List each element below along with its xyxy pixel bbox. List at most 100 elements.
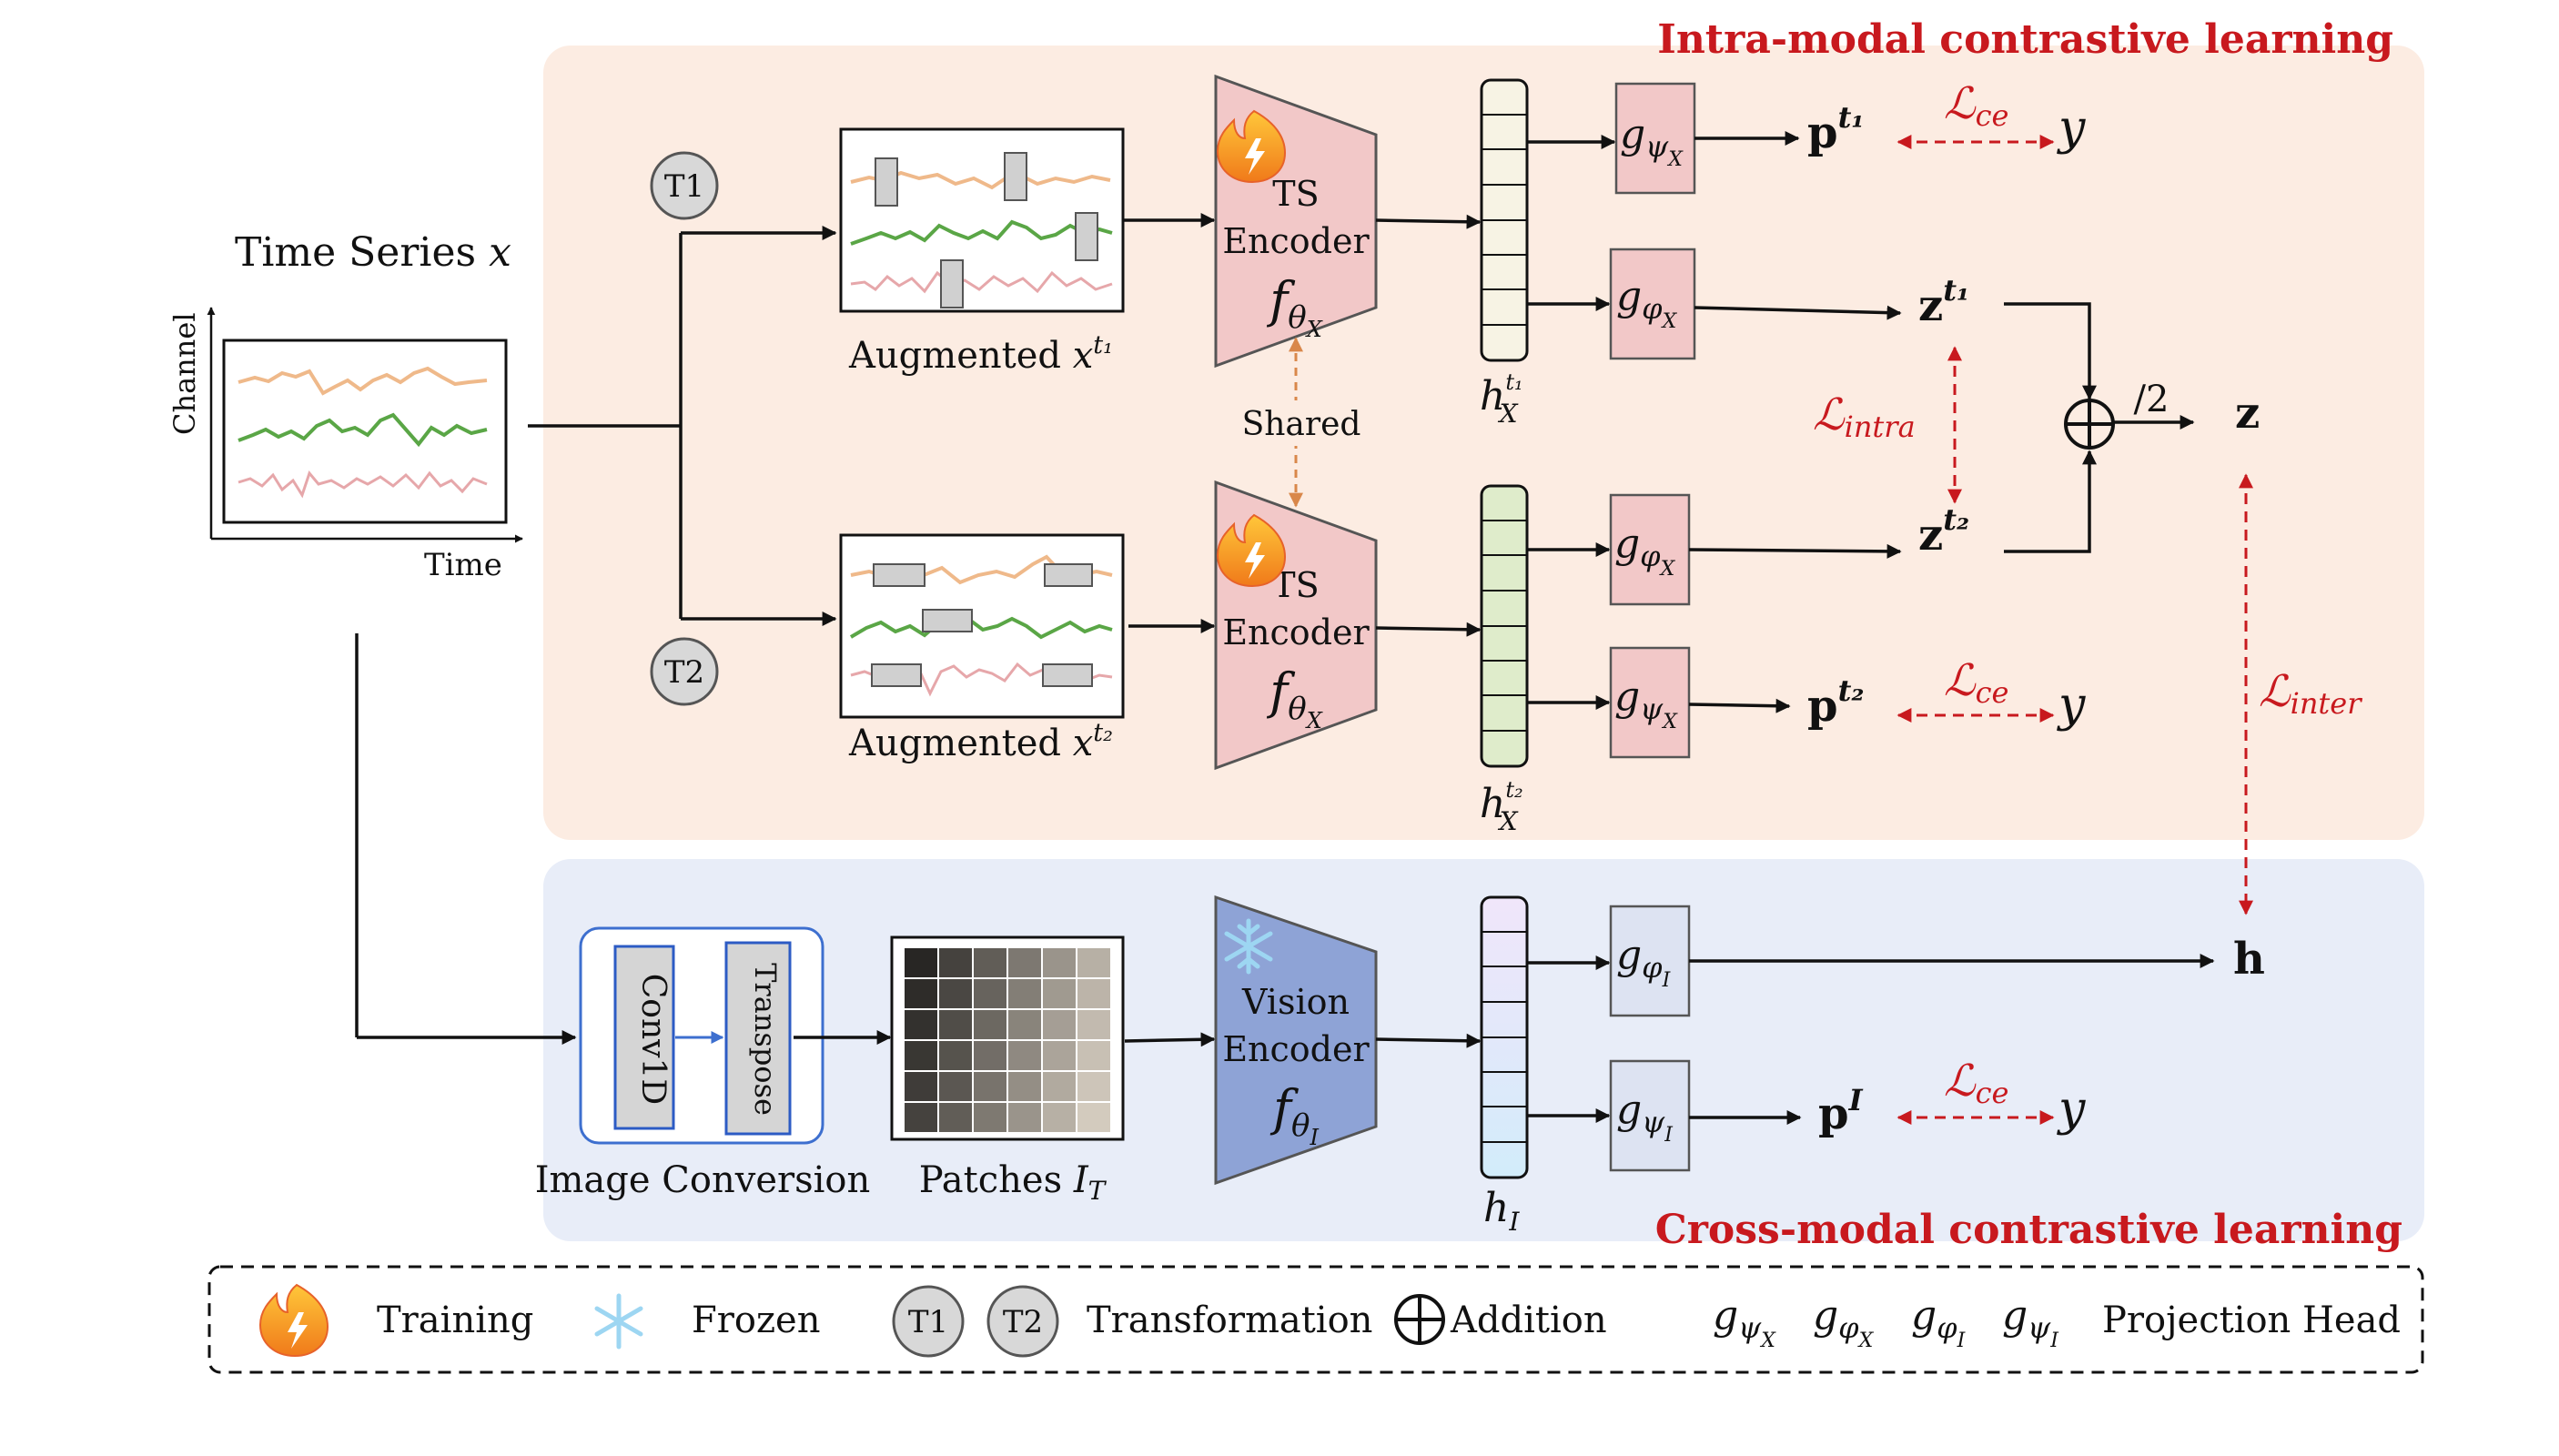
conv1d-label: Conv1D <box>634 974 672 1106</box>
z-t1-to-add <box>2004 302 2097 400</box>
h-output: h <box>2233 934 2265 985</box>
patch-cell <box>1077 979 1110 1008</box>
svg-text:gφI: gφI <box>1616 932 1672 992</box>
g-psi-x-head-2: gψX <box>1609 646 1691 759</box>
z-t1-output: zt₁ <box>1918 273 1969 331</box>
patch-cell <box>974 1010 1006 1039</box>
legend-t1-icon: T1 <box>892 1285 965 1358</box>
patch-cell <box>905 1072 937 1101</box>
augmented-x-t2 <box>839 533 1125 719</box>
patch-cell <box>1077 1072 1110 1101</box>
transpose-label: Transpose <box>748 963 783 1116</box>
legend-g-psi-i: gψI <box>2002 1292 2059 1352</box>
vision-encoder: Vision Encoder fθI <box>1214 895 1378 1186</box>
svg-text:fθX: fθX <box>1266 271 1322 342</box>
intra-modal-title: Intra-modal contrastive learning <box>1657 16 2393 63</box>
patch-cell <box>1008 1041 1041 1070</box>
series-orange <box>238 366 488 396</box>
patch-cell <box>1077 948 1110 977</box>
patch-cell <box>939 979 972 1008</box>
patch-cell <box>905 1103 937 1132</box>
p-t2-output: pt₂ <box>1807 673 1864 732</box>
legend: Training Frozen T1 T2 Transformation Add… <box>207 1265 2424 1374</box>
legend-training: Training <box>377 1299 533 1341</box>
svg-text:fθI: fθI <box>1269 1079 1319 1150</box>
series-green <box>238 412 488 448</box>
patch-cell <box>939 948 972 977</box>
patch-cell <box>905 948 937 977</box>
frozen-snowflake-icon <box>1224 918 1273 975</box>
patch-cell <box>1008 1010 1041 1039</box>
patch-cell <box>1043 1103 1076 1132</box>
y-label-1: y <box>2057 101 2086 156</box>
g-phi-i-head: gφI <box>1609 905 1691 1017</box>
patch-cell <box>974 1103 1006 1132</box>
g-psi-x-head-1: gψX <box>1614 82 1696 195</box>
y-label-2: y <box>2057 678 2086 733</box>
augmented-x-t1 <box>839 127 1125 313</box>
patch-cell <box>974 948 1006 977</box>
h-i-vector <box>1480 895 1529 1179</box>
z-output: z <box>2235 388 2260 439</box>
legend-t2-icon: T2 <box>986 1285 1059 1358</box>
legend-addition: Addition <box>1450 1299 1607 1341</box>
patch-cell <box>1008 1072 1041 1101</box>
loss-intra: ℒintra <box>1813 389 1916 444</box>
augmented-t2-label: Augmented xt₂ <box>848 719 1113 764</box>
z-t2-to-add <box>2004 450 2097 553</box>
patch-cell <box>1077 1041 1110 1070</box>
image-conversion-block: Conv1D Transpose <box>579 926 824 1145</box>
loss-ce-2: ℒce <box>1944 655 2008 710</box>
legend-g-psi-x: gψX <box>1713 1292 1776 1352</box>
svg-text:T1: T1 <box>908 1304 948 1340</box>
g-phi-x-head-1: gφX <box>1609 248 1696 360</box>
patch-cell <box>1077 1010 1110 1039</box>
loss-inter: ℒinter <box>2259 666 2362 721</box>
legend-frozen-icon <box>594 1293 643 1350</box>
input-time-series: Time Series x Channel Time <box>167 229 523 583</box>
svg-text:T2: T2 <box>1003 1304 1043 1340</box>
legend-addition-icon <box>1394 1294 1445 1345</box>
patch-cell <box>974 1041 1006 1070</box>
patch-cell <box>1077 1103 1110 1132</box>
addition-icon <box>2064 399 2115 450</box>
training-flame-icon <box>1216 513 1287 588</box>
patch-cell <box>939 1103 972 1132</box>
h-x-t2-vector <box>1480 484 1529 768</box>
cross-modal-title: Cross-modal contrastive learning <box>1655 1207 2402 1253</box>
z-t2-output: zt₂ <box>1918 502 1969 561</box>
patch-cell <box>1043 979 1076 1008</box>
patch-cell <box>1043 948 1076 977</box>
y-label-3: y <box>2057 1082 2086 1137</box>
p-i-output: pI <box>1818 1083 1864 1139</box>
legend-frozen: Frozen <box>692 1299 820 1341</box>
svg-text:Encoder: Encoder <box>1222 221 1370 261</box>
svg-text:Encoder: Encoder <box>1222 1029 1370 1069</box>
patch-cell <box>905 1010 937 1039</box>
patch-cell <box>905 1041 937 1070</box>
patch-cell <box>1043 1041 1076 1070</box>
legend-g-phi-i: gφI <box>1911 1292 1967 1352</box>
divide-by-two: /2 <box>2134 379 2170 420</box>
patch-cell <box>1008 1103 1041 1132</box>
time-series-title: Time Series x <box>235 229 511 276</box>
patch-cell <box>939 1072 972 1101</box>
shared-label: Shared <box>1242 406 1361 443</box>
p-t1-output: pt₁ <box>1807 100 1864 158</box>
series-pink <box>238 470 488 499</box>
patch-cell <box>1008 948 1041 977</box>
patches-label: Patches IT <box>919 1159 1108 1206</box>
augmented-t1-label: Augmented xt₁ <box>848 331 1113 377</box>
patch-cell <box>905 979 937 1008</box>
legend-transformation: Transformation <box>1087 1299 1372 1341</box>
legend-training-icon <box>258 1283 329 1358</box>
g-phi-x-head-2: gφX <box>1609 493 1691 606</box>
h-i-label: hI <box>1483 1185 1520 1237</box>
svg-text:TS: TS <box>1272 174 1319 214</box>
svg-text:gφX: gφX <box>1616 273 1678 333</box>
t1-transform: T1 <box>650 151 719 220</box>
loss-ce-1: ℒce <box>1944 78 2008 133</box>
t2-transform: T2 <box>650 637 719 706</box>
